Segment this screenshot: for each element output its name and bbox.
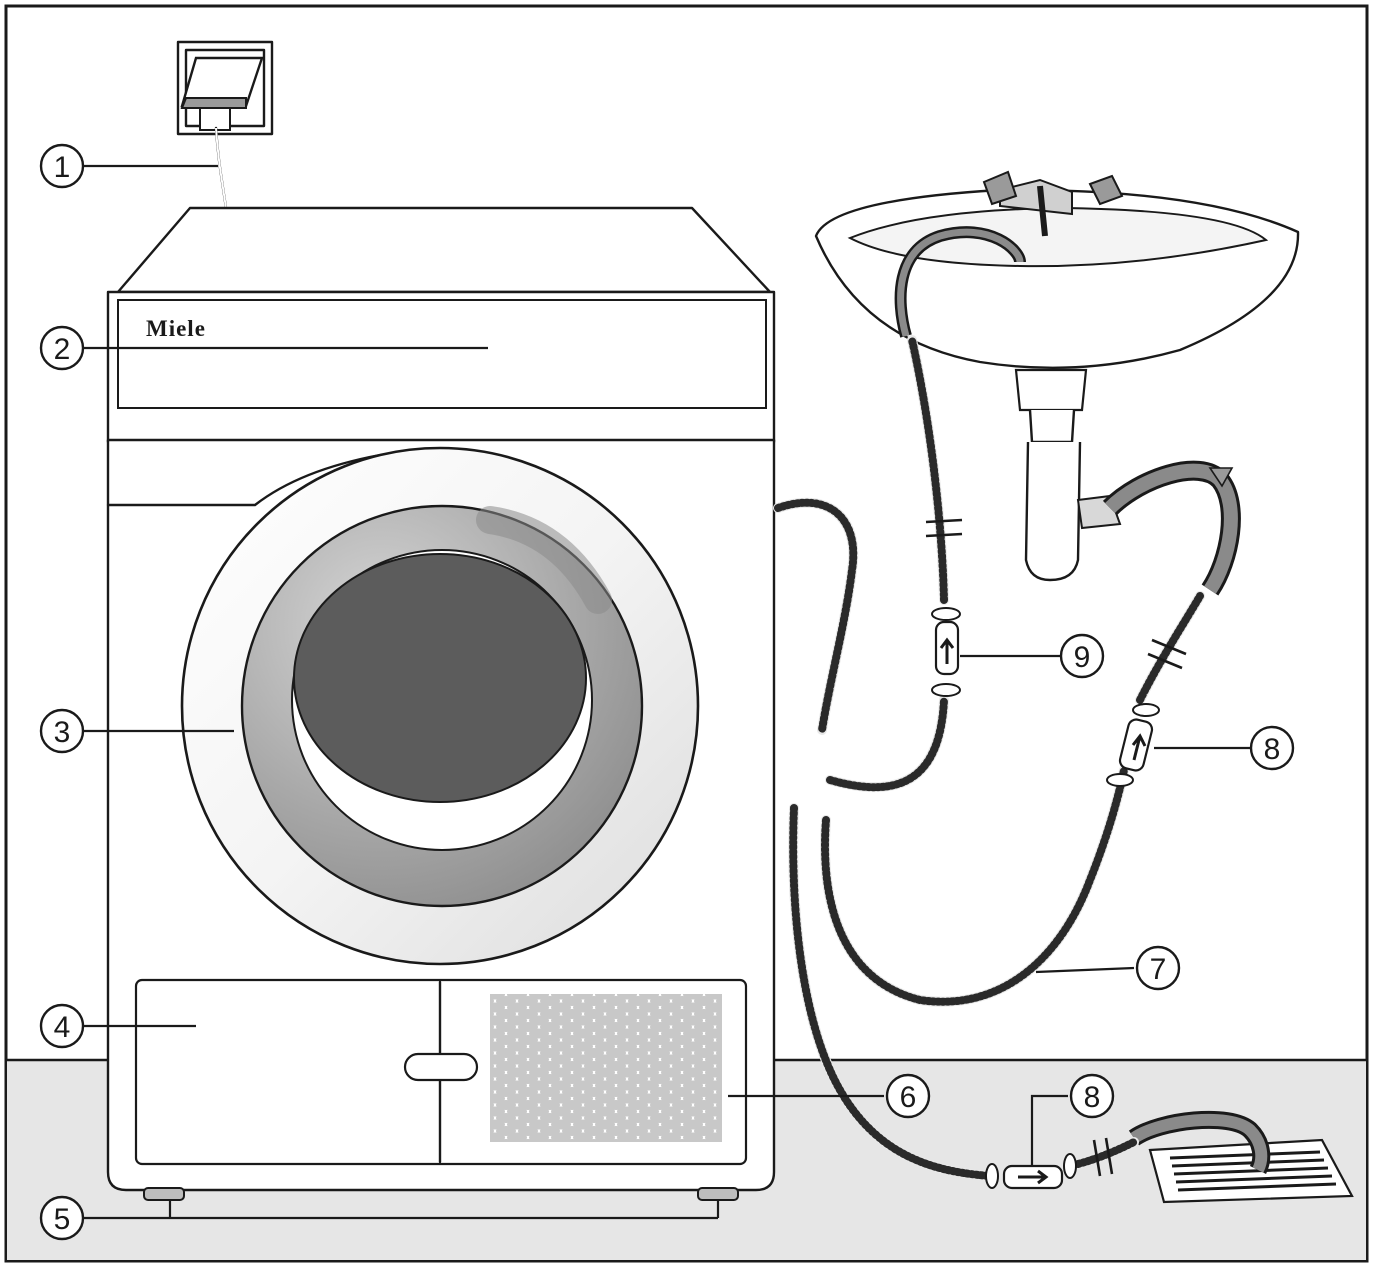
callout-2: 2 [39, 325, 85, 371]
foot-left [143, 1187, 185, 1201]
callout-8-lower: 8 [1069, 1073, 1115, 1119]
hose-loop-top [773, 497, 859, 735]
power-socket-icon [176, 40, 274, 210]
callout-5: 5 [39, 1195, 85, 1241]
svg-text:8: 8 [1084, 1081, 1101, 1114]
sink-icon [814, 170, 1300, 582]
siphon-hose-bend [1102, 460, 1241, 596]
drain-hose-6 [788, 803, 1139, 1181]
floor-drain-icon [1128, 1110, 1354, 1204]
svg-text:1: 1 [54, 151, 71, 184]
callout-7: 7 [1135, 945, 1181, 991]
callout-3: 3 [39, 708, 85, 754]
dryer: Miele [106, 206, 776, 1201]
drain-hose-7 [820, 591, 1205, 1007]
svg-text:5: 5 [54, 1203, 71, 1236]
svg-text:9: 9 [1074, 641, 1091, 674]
hose-to-sink [825, 335, 949, 793]
callout-1: 1 [39, 143, 85, 189]
svg-text:4: 4 [54, 1011, 71, 1044]
svg-text:7: 7 [1150, 953, 1167, 986]
callout-6: 6 [885, 1073, 931, 1119]
non-return-valve-icon [1106, 703, 1160, 787]
brand-logo: Miele [146, 316, 206, 341]
svg-text:3: 3 [54, 716, 71, 749]
callout-4: 4 [39, 1003, 85, 1049]
svg-text:2: 2 [54, 333, 71, 366]
hose-cut-marks [925, 518, 1187, 1177]
foot-right [697, 1187, 739, 1201]
svg-text:8: 8 [1264, 733, 1281, 766]
svg-text:6: 6 [900, 1081, 917, 1114]
leader-lines [84, 164, 1250, 1220]
non-return-valve-icon [931, 607, 961, 697]
callout-8-upper: 8 [1249, 725, 1295, 771]
callout-9: 9 [1059, 633, 1105, 679]
door-window [293, 553, 587, 803]
